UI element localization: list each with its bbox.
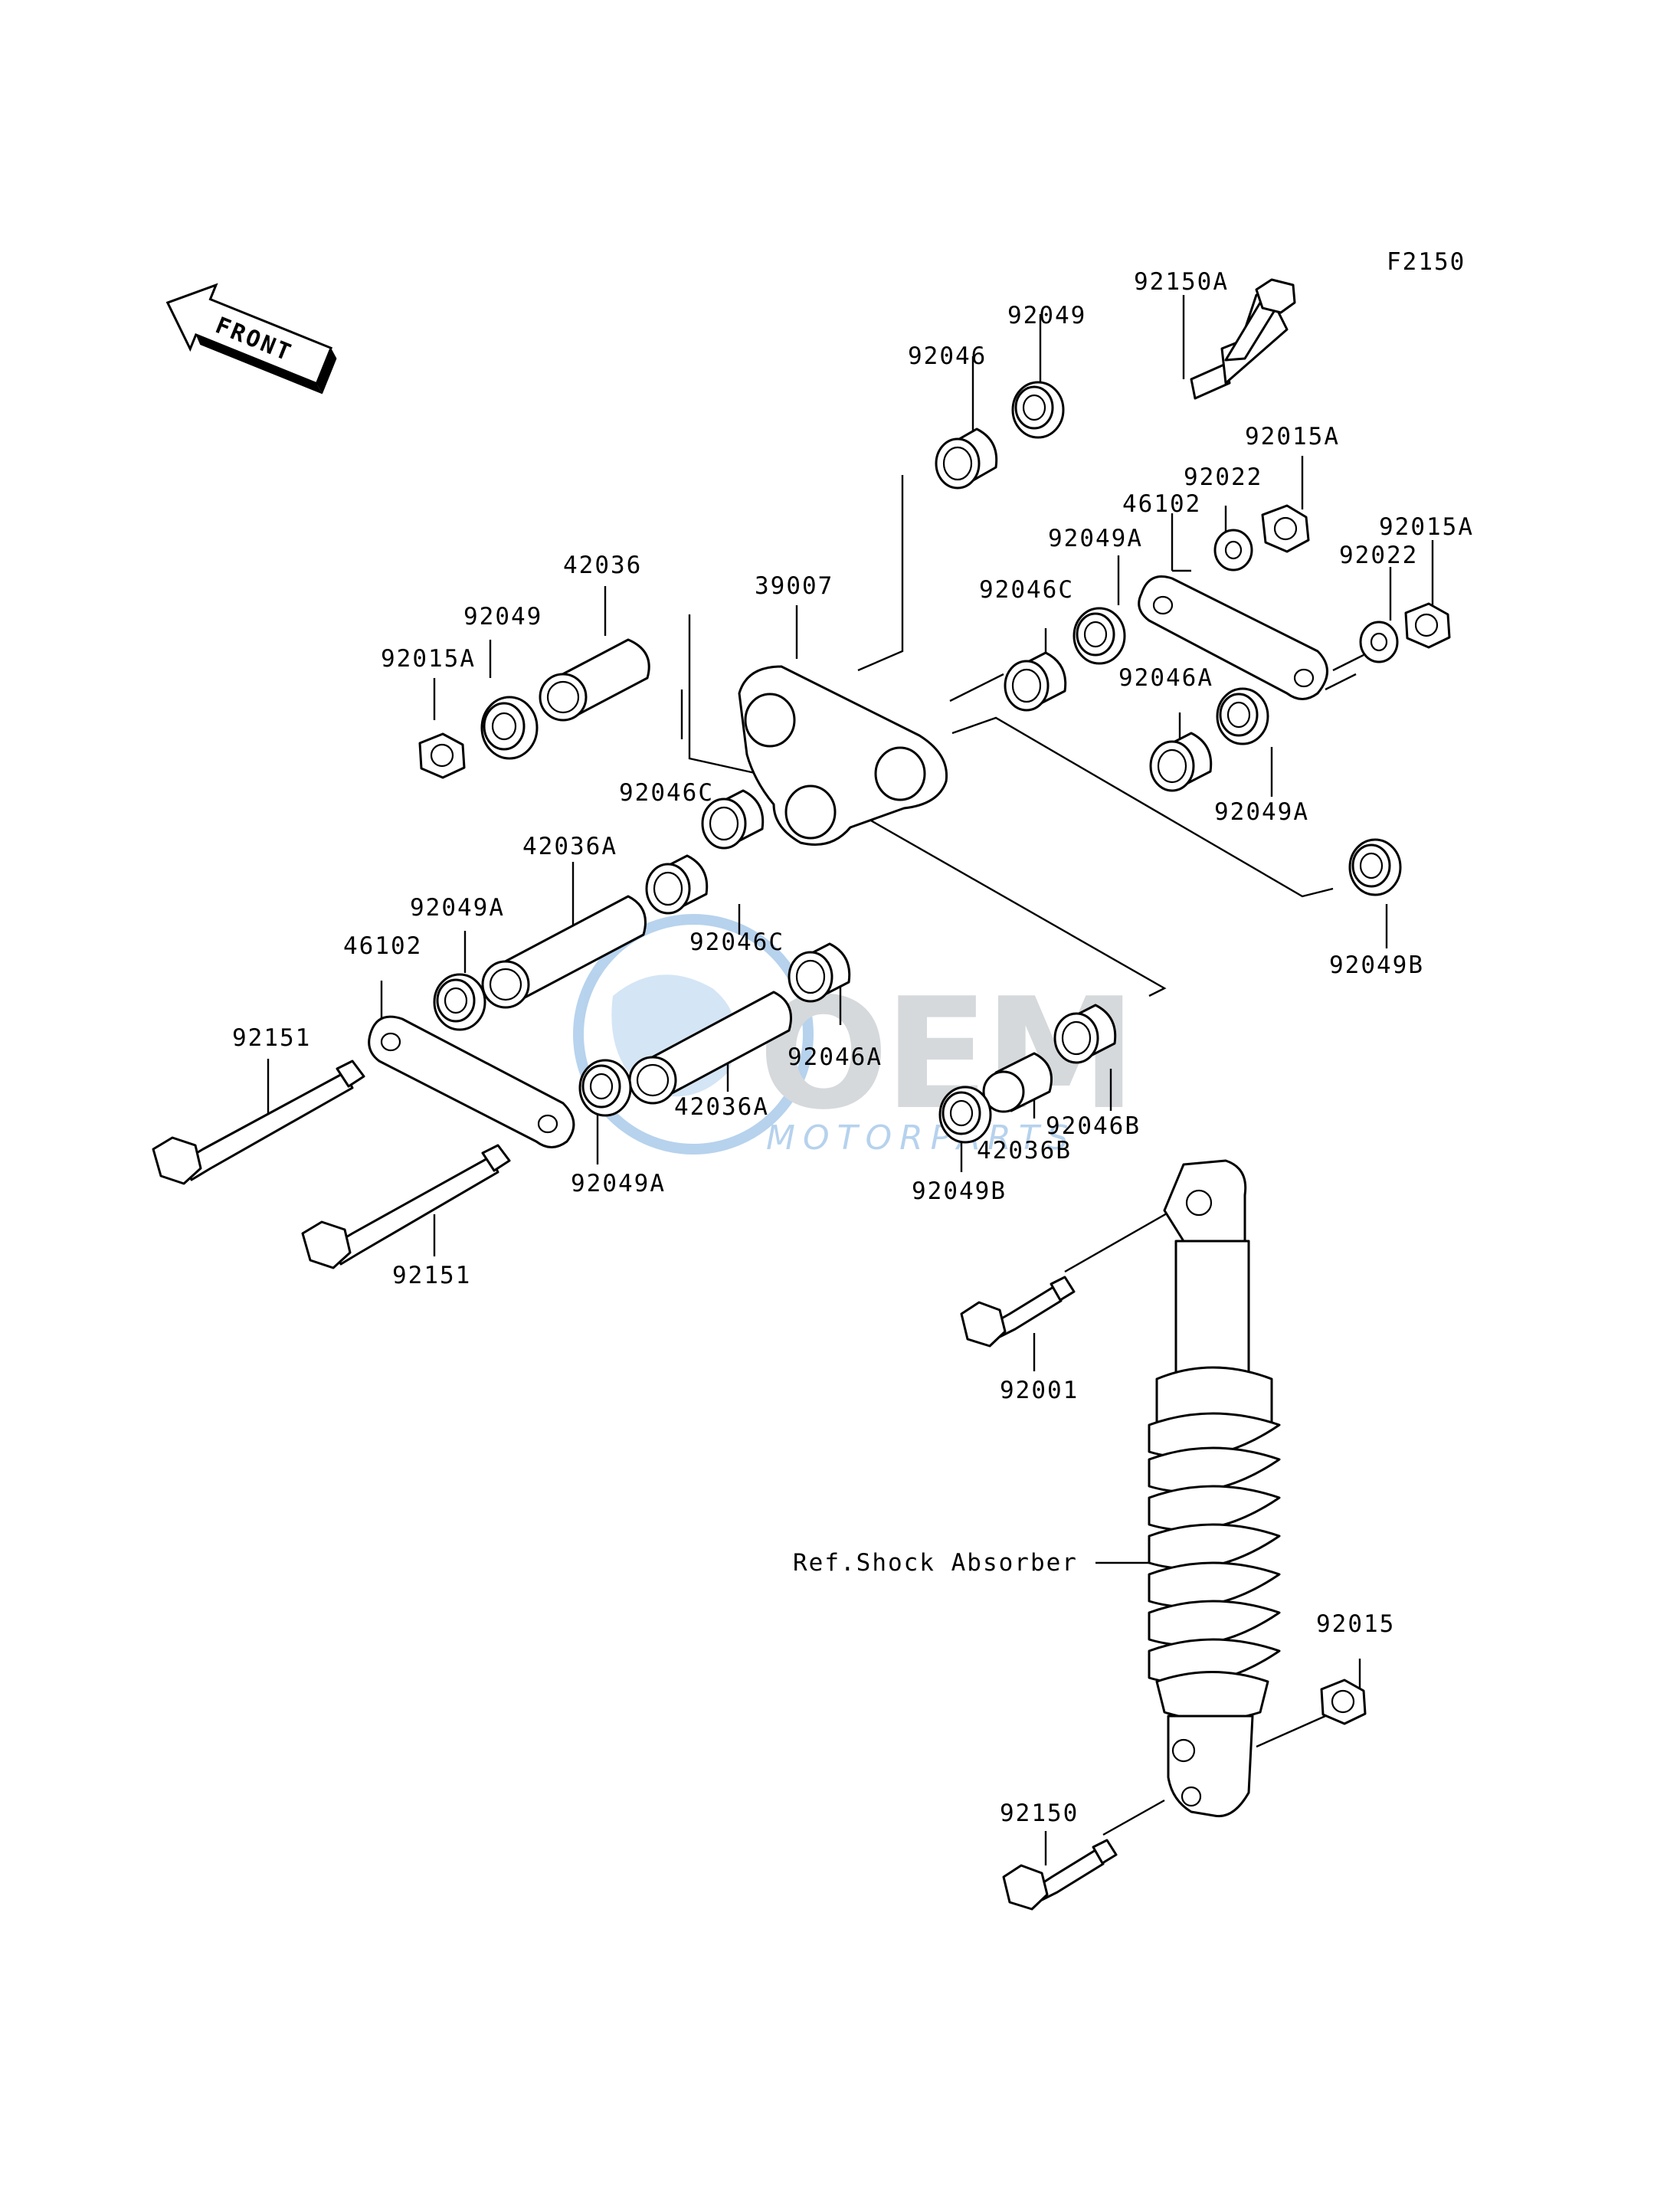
part-labels: 92150A 92049 92046 92015A 92022 46102 92… bbox=[232, 268, 1474, 1827]
washer-92022-right bbox=[1359, 621, 1399, 663]
washer-92049-left bbox=[480, 696, 539, 760]
label-92049A-left: 92049A bbox=[410, 894, 505, 922]
bearing-92046C-low bbox=[645, 854, 709, 915]
rocker-39007 bbox=[738, 665, 948, 846]
front-arrow-icon: FRONT bbox=[165, 283, 337, 395]
label-92150: 92150 bbox=[1000, 1800, 1079, 1827]
washer-92049A-right-low bbox=[1216, 687, 1269, 745]
leader-lines bbox=[267, 295, 1434, 1865]
label-46102-left: 46102 bbox=[343, 932, 422, 960]
label-92049A-right-low: 92049A bbox=[1214, 798, 1309, 826]
label-42036A-low: 42036A bbox=[674, 1093, 769, 1121]
label-92046C-low: 92046C bbox=[689, 929, 784, 956]
watermark-tagline: MOTORPARTS bbox=[766, 1119, 1076, 1158]
label-92022-right: 92022 bbox=[1339, 542, 1418, 569]
bearing-92046C-mid bbox=[701, 789, 765, 850]
washer-92049B-right bbox=[1348, 838, 1402, 896]
label-92049-left: 92049 bbox=[463, 603, 542, 630]
label-92001: 92001 bbox=[1000, 1377, 1079, 1404]
washer-92022-top bbox=[1213, 529, 1253, 572]
nut-92015A-right bbox=[1404, 602, 1451, 649]
label-92015A-right: 92015A bbox=[1379, 513, 1474, 541]
bolt-92150A bbox=[1190, 278, 1296, 400]
label-92046C-right: 92046C bbox=[979, 576, 1074, 604]
label-92046A-mid: 92046A bbox=[788, 1043, 883, 1071]
sleeve-42036A-low bbox=[628, 991, 792, 1105]
label-92049A-low: 92049A bbox=[571, 1170, 666, 1197]
label-92049B-low: 92049B bbox=[912, 1177, 1007, 1205]
nut-92015A-left bbox=[418, 732, 466, 779]
link-46102-right bbox=[1138, 575, 1328, 700]
label-92046A-right: 92046A bbox=[1118, 664, 1213, 692]
washer-92049A-left bbox=[433, 973, 486, 1031]
label-92015: 92015 bbox=[1316, 1610, 1395, 1638]
bearing-92046-top bbox=[935, 427, 998, 490]
sleeve-42036A-top bbox=[481, 895, 647, 1009]
bearing-92046B bbox=[1053, 1004, 1117, 1064]
label-42036B: 42036B bbox=[977, 1137, 1072, 1164]
figure-code: F2150 bbox=[1387, 248, 1465, 276]
link-46102-left bbox=[368, 1015, 575, 1148]
label-92151-low: 92151 bbox=[392, 1262, 471, 1289]
sleeve-42036 bbox=[539, 638, 650, 722]
label-92046B: 92046B bbox=[1046, 1112, 1141, 1140]
label-92150A: 92150A bbox=[1134, 268, 1229, 296]
bearing-92046A-mid bbox=[788, 942, 851, 1003]
washer-92049A-low bbox=[578, 1059, 632, 1117]
nut-92015A-top bbox=[1261, 504, 1310, 553]
sleeve-42036B bbox=[982, 1052, 1053, 1113]
bolt-92001 bbox=[960, 1276, 1076, 1348]
bearing-92046A-right bbox=[1149, 732, 1213, 792]
label-92046C-mid: 92046C bbox=[619, 779, 714, 807]
shock-absorber bbox=[1148, 1159, 1281, 1818]
washer-92049B-low bbox=[938, 1086, 992, 1144]
label-92015A-left: 92015A bbox=[381, 645, 476, 673]
bolt-92151-low bbox=[301, 1144, 511, 1269]
label-39007: 39007 bbox=[755, 572, 833, 600]
label-92049A-right: 92049A bbox=[1048, 525, 1143, 552]
label-92015A-top: 92015A bbox=[1245, 423, 1340, 450]
label-42036A-top: 42036A bbox=[522, 833, 617, 860]
label-ref-shock-absorber: Ref.Shock Absorber bbox=[793, 1549, 1078, 1577]
globe-icon bbox=[573, 914, 814, 1155]
label-92151-top: 92151 bbox=[232, 1024, 311, 1052]
bearing-92046C-right bbox=[1004, 651, 1067, 712]
label-92046-top: 92046 bbox=[908, 342, 987, 370]
bolt-92151-top bbox=[152, 1060, 365, 1185]
washer-92049-top bbox=[1011, 381, 1065, 439]
label-46102-right: 46102 bbox=[1122, 490, 1201, 518]
bolt-92150 bbox=[1002, 1839, 1118, 1911]
washer-92049A-right bbox=[1073, 607, 1126, 665]
nut-92015 bbox=[1320, 1679, 1367, 1725]
label-92049B-right: 92049B bbox=[1329, 951, 1424, 979]
label-92049-top: 92049 bbox=[1007, 302, 1086, 329]
label-92022-top: 92022 bbox=[1184, 463, 1262, 491]
label-42036: 42036 bbox=[563, 552, 642, 579]
